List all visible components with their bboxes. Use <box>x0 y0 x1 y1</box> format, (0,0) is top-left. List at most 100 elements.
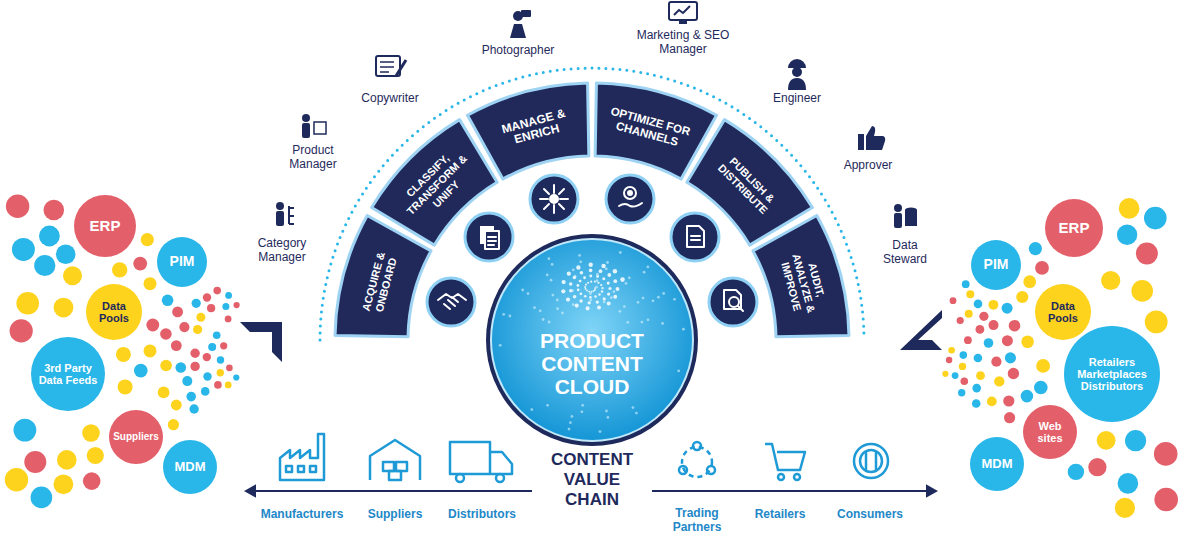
role-label: Photographer <box>468 43 568 57</box>
scatter-dot <box>948 347 955 354</box>
scatter-dot <box>1005 352 1016 363</box>
scatter-dot <box>950 297 957 304</box>
scatter-dot <box>991 357 1001 367</box>
source-circle: ERP <box>1045 199 1103 257</box>
spiral-dot <box>593 290 595 292</box>
texture-dot <box>596 273 599 276</box>
texture-dot <box>572 303 575 306</box>
texture-dot <box>677 370 680 373</box>
source-circle: MDM <box>970 437 1024 491</box>
circle-label: Web sites <box>1027 420 1073 445</box>
spiral-dot <box>602 277 605 280</box>
texture-dot <box>527 292 530 295</box>
scatter-dot <box>12 238 35 261</box>
texture-dot <box>581 404 584 407</box>
scatter-dot <box>193 325 202 334</box>
scatter-dot <box>171 400 182 411</box>
spiral-dot <box>607 282 610 285</box>
scatter-dot <box>57 450 77 470</box>
scatter-dot <box>160 328 172 340</box>
scatter-dot <box>186 392 196 402</box>
texture-dot <box>551 263 554 266</box>
spiral-dot <box>567 272 571 276</box>
spiral-dot <box>607 293 610 296</box>
texture-dot <box>571 415 574 418</box>
texture-dot <box>657 296 660 299</box>
texture-dot <box>556 307 559 310</box>
texture-dot <box>635 412 638 415</box>
spiral-dot <box>608 287 611 290</box>
scatter-dot <box>989 300 999 310</box>
scatter-dot <box>1125 430 1146 451</box>
spiral-dot <box>588 301 591 304</box>
chain-label: Retailers <box>740 507 820 521</box>
scatter-dot <box>172 307 183 318</box>
texture-dot <box>641 321 644 324</box>
texture-dot <box>561 312 564 315</box>
chain-label: Trading Partners <box>666 506 728 534</box>
scatter-dot <box>171 340 182 351</box>
scatter-dot <box>217 356 224 363</box>
role-label: Data Steward <box>875 238 935 266</box>
scatter-dot <box>83 472 101 490</box>
spiral-dot <box>590 281 592 283</box>
scatter-dot <box>82 424 100 442</box>
spiral-dot <box>569 282 573 286</box>
spiral-dot <box>584 295 587 298</box>
scatter-dot <box>179 322 189 332</box>
spiral-dot <box>607 301 611 305</box>
scatter-dot <box>1101 271 1120 290</box>
spiral-dot <box>580 271 584 275</box>
texture-dot <box>628 276 631 279</box>
source-circle: Data Pools <box>86 284 142 340</box>
source-circle: Web sites <box>1023 405 1077 459</box>
scatter-dot <box>976 371 985 380</box>
role-icons <box>276 2 917 228</box>
spiral-dot <box>589 263 593 267</box>
spiral-dot <box>589 269 593 273</box>
spiral-dots <box>499 251 685 433</box>
scatter-dot <box>1117 225 1137 245</box>
scatter-dot <box>1154 442 1178 466</box>
texture-dot <box>589 292 592 295</box>
scatter-dot <box>989 320 999 330</box>
spiral-dot <box>613 269 618 274</box>
scatter-dot <box>233 374 239 380</box>
scatter-dot <box>1145 311 1168 334</box>
texture-dot <box>509 315 512 318</box>
spiral-dot <box>596 300 599 303</box>
scatter-dot <box>987 397 997 407</box>
spiral-dot <box>586 290 588 292</box>
scatter-dot <box>1119 198 1140 219</box>
spiral-dot <box>600 284 602 286</box>
source-circle: ERP <box>74 195 136 257</box>
spiral-dot <box>561 280 565 284</box>
circle-label: MDM <box>981 457 1012 472</box>
scatter-dot <box>1009 320 1021 332</box>
scatter-dot <box>10 319 33 342</box>
scatter-dot <box>1035 261 1049 275</box>
spiral-dot <box>601 287 603 289</box>
chain-label: Consumers <box>825 507 915 521</box>
scatter-dot <box>5 468 28 491</box>
spiral-dot <box>607 273 611 277</box>
texture-dot <box>569 421 572 424</box>
scatter-dot <box>1002 303 1013 314</box>
role-label: Engineer <box>757 91 837 105</box>
scatter-dot <box>1021 390 1034 403</box>
scatter-dot <box>56 244 76 264</box>
circle-label: 3rd Party Data Feeds <box>37 362 100 387</box>
scatter-dot <box>220 342 227 349</box>
texture-dot <box>546 274 549 277</box>
texture-dot <box>546 404 549 407</box>
core-circle: PRODUCT CONTENT CLOUD <box>491 239 693 441</box>
scatter-dot <box>16 292 39 315</box>
spiral-dot <box>566 298 570 302</box>
scatter-dot <box>31 487 53 509</box>
spiral-dot <box>620 277 625 282</box>
texture-dot <box>578 254 581 257</box>
scatter-dot <box>1003 395 1014 406</box>
spiral-dot <box>587 282 589 284</box>
texture-dot <box>572 269 575 272</box>
scatter-dot <box>1021 335 1034 348</box>
